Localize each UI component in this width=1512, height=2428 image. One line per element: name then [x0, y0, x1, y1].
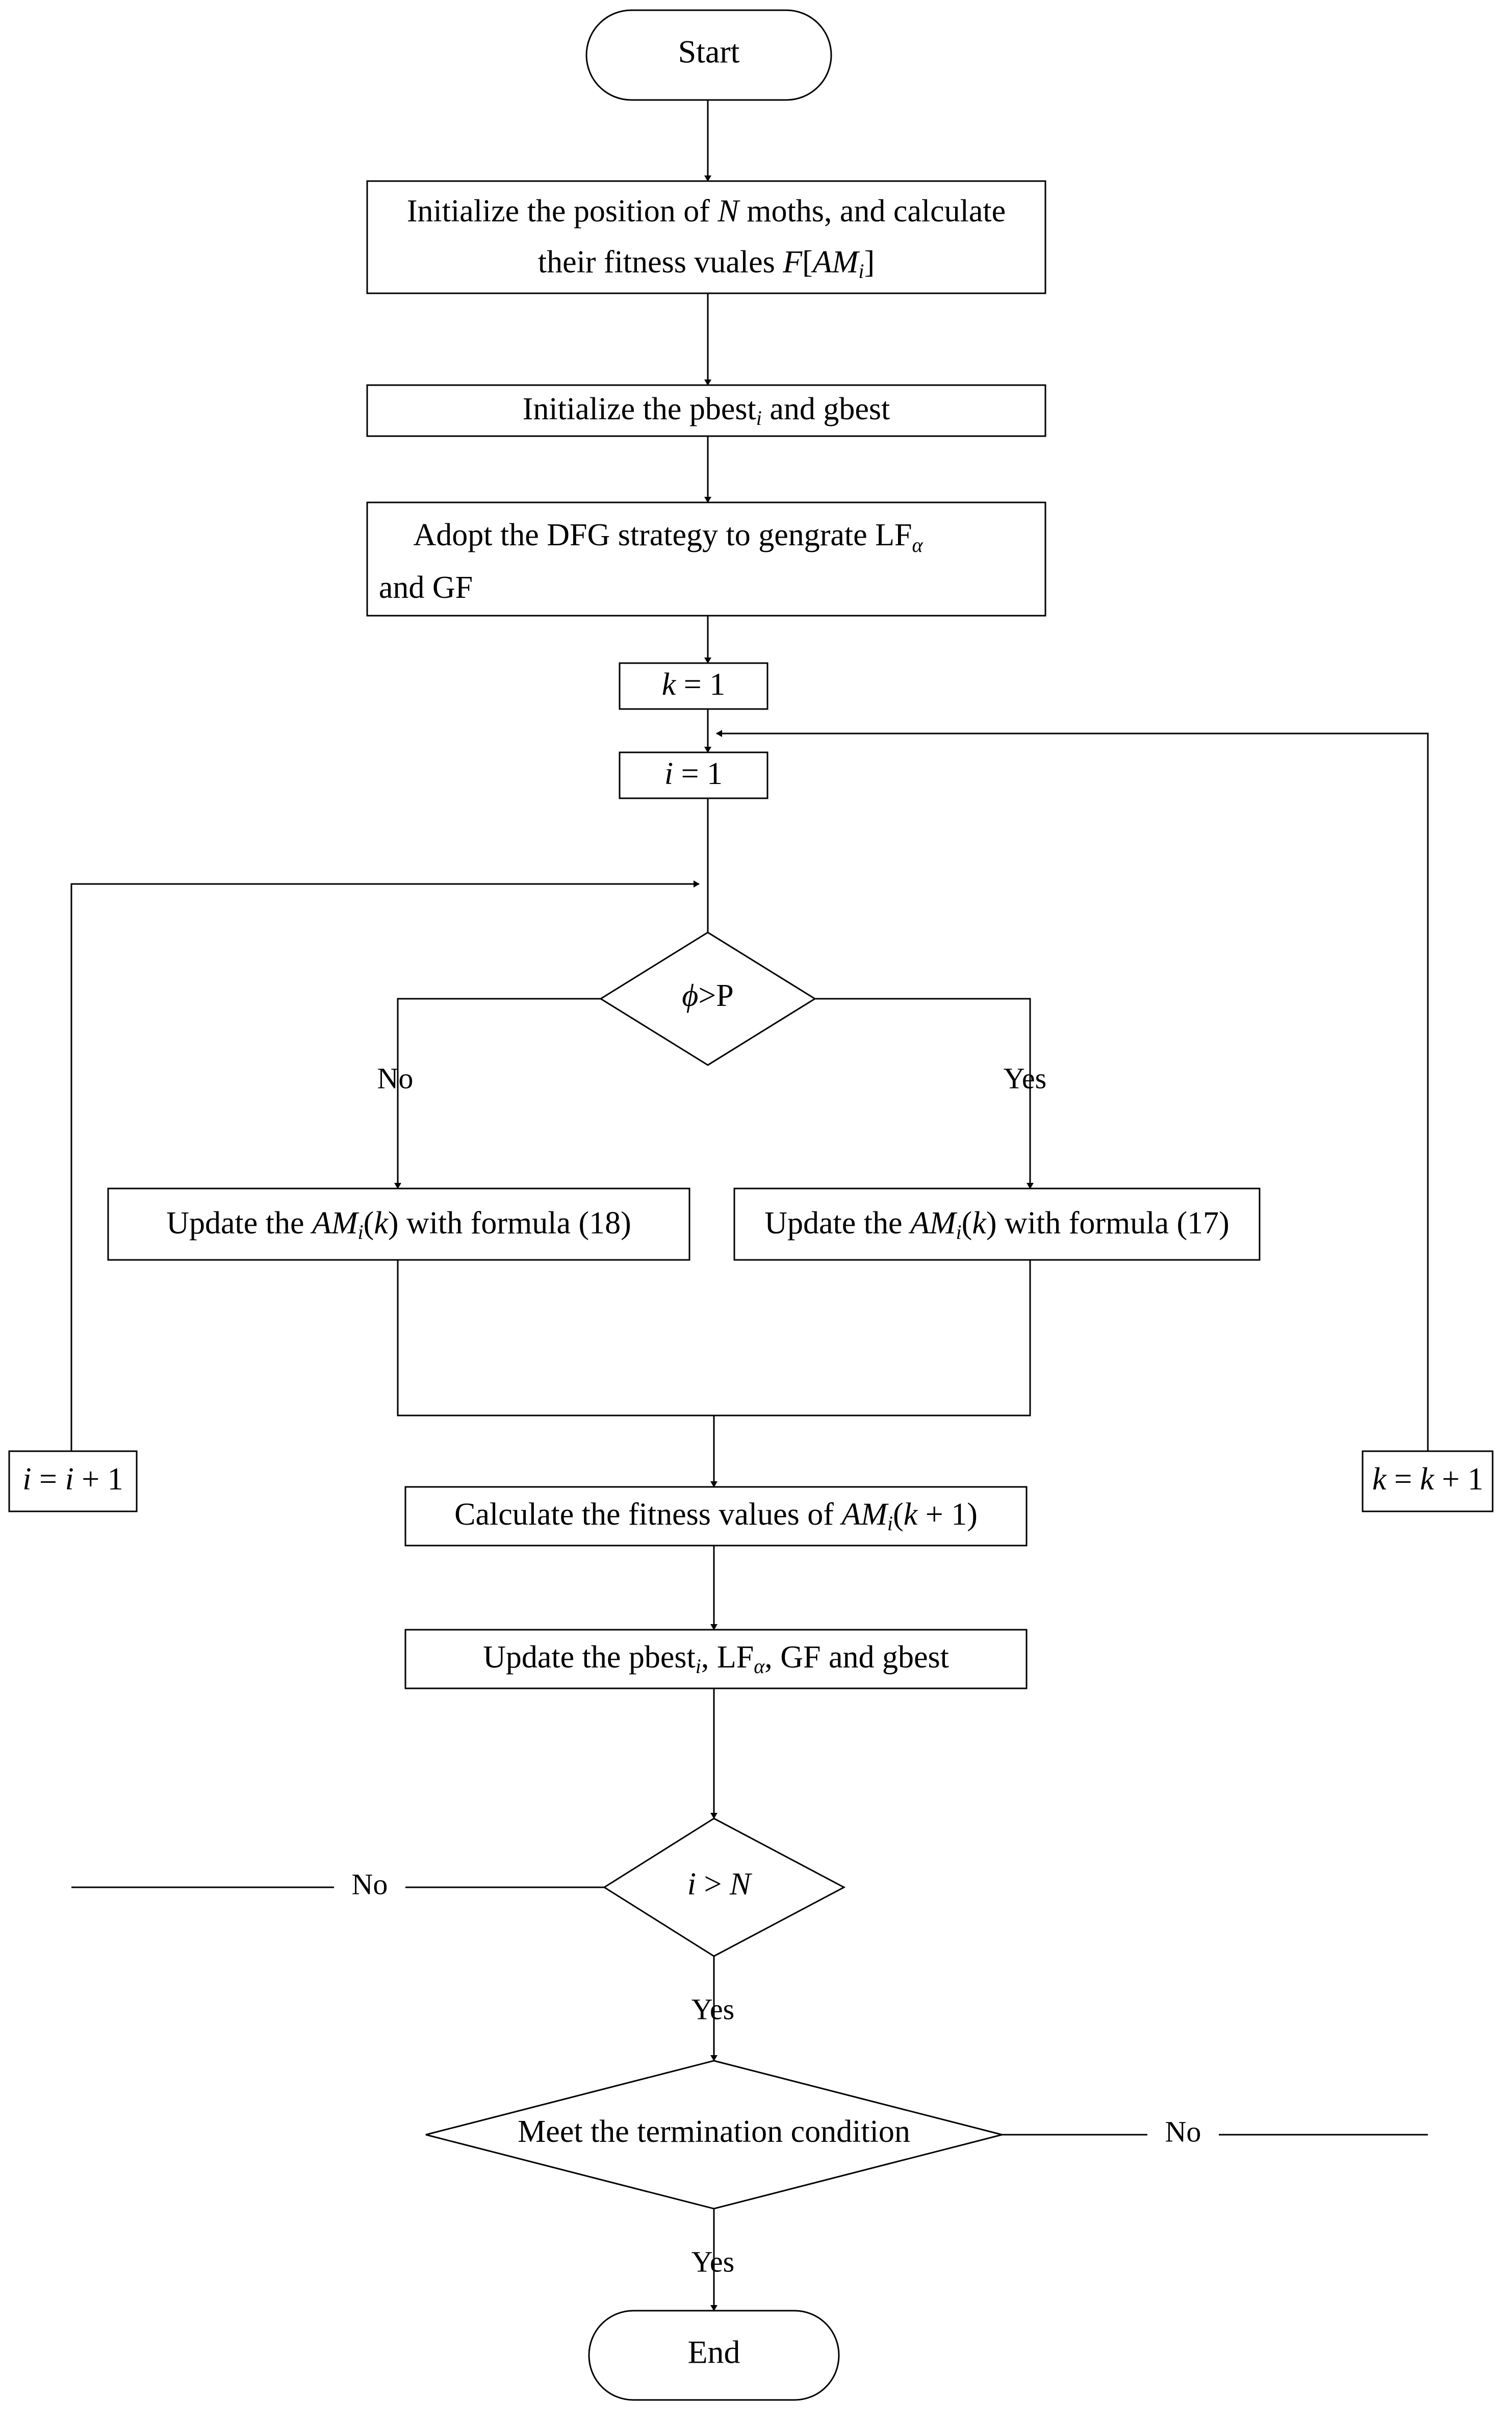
- end-shape: [588, 2310, 840, 2401]
- node-end[interactable]: End: [588, 2310, 840, 2401]
- dfg-line2: and GF: [379, 570, 473, 605]
- edge-i-loop-return: [70, 880, 700, 1451]
- i-init-shape: [619, 751, 768, 799]
- node-i-increment[interactable]: i = i + 1: [8, 1450, 138, 1512]
- i-gt-n-label: i > N: [687, 1867, 753, 1902]
- k-increment-shape: [1362, 1450, 1494, 1512]
- k-init-shape: [619, 662, 768, 710]
- node-init-best[interactable]: Initialize the pbesti and gbest: [366, 384, 1046, 437]
- update-18-label: Update the AMi(k) with formula (18): [166, 1206, 631, 1244]
- edge-k-loop-return: [716, 730, 1429, 1451]
- node-start[interactable]: Start: [585, 9, 832, 101]
- node-k-increment[interactable]: k = k + 1: [1362, 1450, 1494, 1512]
- phi-decision-label: ϕ>P: [682, 978, 734, 1013]
- node-calc-fitness[interactable]: Calculate the fitness values of AMi(k + …: [404, 1486, 1028, 1547]
- edge-update17-merge: [714, 1260, 1031, 1417]
- update-18-shape: [107, 1187, 690, 1261]
- init-population-shape: [366, 180, 1046, 294]
- start-label: Start: [678, 34, 740, 70]
- phi-decision-shape: [599, 931, 816, 1066]
- start-shape: [585, 9, 832, 101]
- termination-shape: [425, 2060, 1003, 2210]
- edge-label-phi-no: No: [377, 1061, 414, 1095]
- edge-label-ign-yes: Yes: [691, 1992, 734, 2026]
- node-i-gt-n[interactable]: i > N: [603, 1817, 846, 1957]
- update-17-shape: [733, 1187, 1261, 1261]
- edge-phi-yes: [815, 998, 1034, 1189]
- edge-label-ign-no-bg: [334, 1868, 405, 1906]
- update-best-label: Update the pbesti, LFα, GF and gbest: [483, 1640, 949, 1678]
- end-label: End: [687, 2334, 740, 2370]
- edge-update18-merge: [397, 1260, 714, 1417]
- node-i-init[interactable]: i = 1: [619, 751, 768, 799]
- init-population-line1: Initialize the position of N moths, and …: [407, 194, 1006, 229]
- node-dfg-strategy[interactable]: Adopt the DFG strategy to gengrate LFα a…: [366, 501, 1046, 617]
- calc-fitness-label: Calculate the fitness values of AMi(k + …: [454, 1497, 978, 1535]
- dfg-strategy-shape: [366, 501, 1046, 617]
- i-init-label: i = 1: [664, 756, 723, 791]
- edge-label-ign-no: No: [352, 1867, 388, 1901]
- node-phi-decision[interactable]: ϕ>P: [599, 931, 816, 1066]
- update-best-shape: [404, 1629, 1028, 1689]
- node-termination[interactable]: Meet the termination condition: [425, 2060, 1003, 2210]
- edge-phi-no: [394, 998, 601, 1189]
- i-increment-shape: [8, 1450, 138, 1512]
- edge-label-termination-no-bg: [1147, 2116, 1219, 2154]
- node-update-best[interactable]: Update the pbesti, LFα, GF and gbest: [404, 1629, 1028, 1689]
- node-update-17[interactable]: Update the AMi(k) with formula (17): [733, 1187, 1261, 1261]
- termination-label: Meet the termination condition: [518, 2114, 910, 2149]
- dfg-line1: Adopt the DFG strategy to gengrate LFα: [413, 518, 923, 557]
- k-increment-label: k = k + 1: [1372, 1462, 1483, 1497]
- i-gt-n-shape: [603, 1817, 846, 1957]
- update-17-label: Update the AMi(k) with formula (17): [764, 1206, 1229, 1244]
- node-k-init[interactable]: k = 1: [619, 662, 768, 710]
- edge-label-termination-yes: Yes: [691, 2245, 734, 2278]
- calc-fitness-shape: [404, 1486, 1028, 1547]
- edge-label-phi-yes: Yes: [1004, 1061, 1046, 1095]
- init-best-label: Initialize the pbesti and gbest: [523, 392, 890, 429]
- i-increment-label: i = i + 1: [22, 1462, 123, 1497]
- k-init-label: k = 1: [662, 667, 726, 702]
- node-update-18[interactable]: Update the AMi(k) with formula (18): [107, 1187, 690, 1261]
- edge-label-termination-no: No: [1165, 2115, 1201, 2148]
- node-init-population[interactable]: Initialize the position of N moths, and …: [366, 180, 1046, 294]
- init-best-shape: [366, 384, 1046, 437]
- init-population-line2: their fitness vuales F[AMi]: [538, 245, 875, 283]
